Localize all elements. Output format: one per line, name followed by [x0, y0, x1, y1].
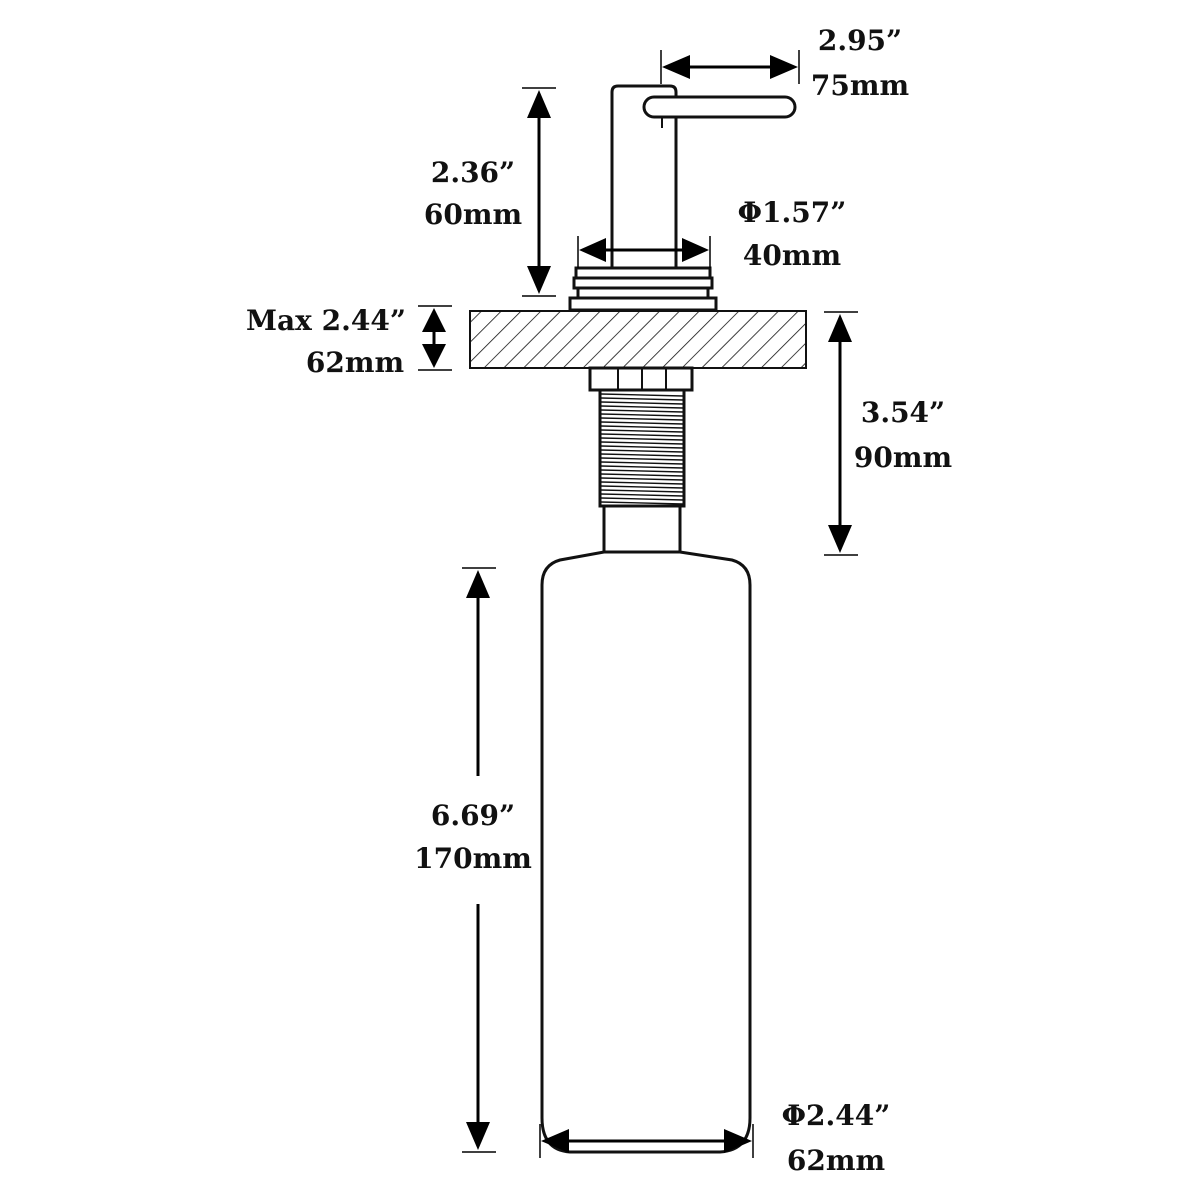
dimension-bottle-height: 6.69” 170mm: [414, 567, 532, 1153]
thread-line: [600, 421, 684, 425]
thread-line: [600, 497, 684, 501]
bottle-height-mm: 170mm: [414, 842, 532, 875]
thread-line: [600, 485, 684, 489]
thread-line: [600, 433, 684, 437]
thread-line: [600, 501, 684, 505]
dimension-shank-length: 3.54” 90mm: [824, 311, 952, 556]
thread-line: [600, 473, 684, 477]
dimension-spout-height: 2.36” 60mm: [424, 87, 556, 297]
bottle-height-inch: 6.69”: [431, 799, 515, 832]
thread-line: [600, 453, 684, 457]
counter-thickness-inch: Max 2.44”: [246, 304, 406, 337]
bottle-diameter-mm: 62mm: [787, 1144, 885, 1177]
shank-length-inch: 3.54”: [861, 396, 945, 429]
thread-line: [600, 437, 684, 441]
thread-line: [600, 477, 684, 481]
countertop: [469, 310, 807, 369]
thread-line: [600, 425, 684, 429]
thread-line: [600, 393, 684, 397]
spout-height-inch: 2.36”: [431, 156, 515, 189]
thread-line: [600, 401, 684, 405]
counter-thickness-mm: 62mm: [306, 346, 404, 379]
shank-length-mm: 90mm: [854, 441, 952, 474]
pump-head: [610, 84, 797, 272]
thread-line: [600, 457, 684, 461]
spout-reach-mm: 75mm: [811, 69, 909, 102]
thread-line: [600, 461, 684, 465]
spout-height-mm: 60mm: [424, 198, 522, 231]
dimension-flange-diameter: Φ1.57” 40mm: [577, 196, 847, 272]
dimension-bottle-diameter: Φ2.44” 62mm: [539, 1099, 891, 1177]
thread-line: [600, 449, 684, 453]
thread-line: [600, 481, 684, 485]
spout-reach-inch: 2.95”: [818, 24, 902, 57]
bottle-diameter-inch: Φ2.44”: [782, 1099, 891, 1132]
thread-line: [600, 429, 684, 433]
thread-line: [600, 417, 684, 421]
thread-line: [600, 441, 684, 445]
threaded-shank: [598, 388, 686, 554]
thread-line: [600, 397, 684, 401]
soap-bottle: [540, 550, 752, 1154]
thread-line: [600, 493, 684, 497]
thread-line: [600, 469, 684, 473]
thread-line: [600, 409, 684, 413]
flange-diameter-inch: Φ1.57”: [738, 196, 847, 229]
dimension-spout-reach: 2.95” 75mm: [660, 24, 909, 102]
mounting-nut: [588, 366, 694, 392]
flange-diameter-mm: 40mm: [743, 239, 841, 272]
thread-line: [600, 489, 684, 493]
flange-collar: [568, 266, 718, 312]
thread-line: [600, 413, 684, 417]
dimension-counter-thickness: Max 2.44” 62mm: [246, 304, 452, 379]
thread-line: [600, 445, 684, 449]
thread-line: [600, 405, 684, 409]
thread-line: [600, 465, 684, 469]
